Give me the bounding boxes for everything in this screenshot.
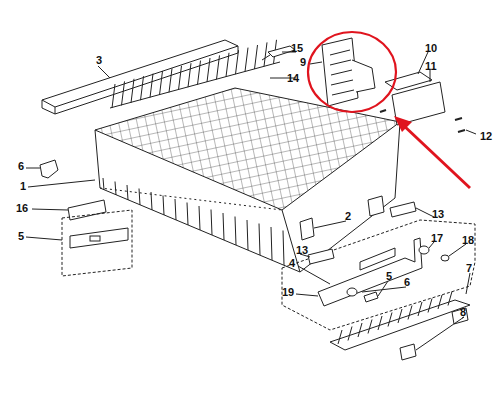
callout-number: 5 (18, 230, 24, 242)
wire-stroke (283, 231, 284, 266)
callout-number: 13 (296, 244, 308, 256)
wire-stroke (122, 81, 125, 105)
wire-stroke (348, 327, 352, 341)
callout-number: 19 (282, 286, 294, 298)
wire-stroke (199, 206, 200, 230)
wire-stroke (259, 224, 260, 256)
callout-number: 10 (425, 42, 437, 54)
wire-stroke (255, 45, 258, 69)
wire-stroke (226, 53, 229, 77)
callout-number: 7 (466, 262, 472, 274)
callout-number: 3 (96, 54, 102, 66)
callout-number: 12 (480, 130, 492, 142)
callout-number: 4 (289, 257, 295, 269)
wire-stroke (175, 199, 176, 220)
wire-stroke (211, 210, 212, 236)
callout-number: 14 (287, 72, 299, 84)
wire-stroke (151, 192, 152, 210)
wire-stroke (160, 71, 163, 95)
wire-stroke (103, 178, 104, 190)
wire-stroke (127, 185, 128, 200)
wire-stroke (448, 292, 452, 306)
wire-stroke (188, 63, 191, 87)
wire-stroke (235, 217, 236, 246)
wire-stroke (264, 42, 267, 66)
wire-stroke (223, 213, 224, 240)
callout-number: 5 (386, 270, 392, 282)
wire-stroke (217, 55, 220, 79)
wire-stroke (207, 58, 210, 82)
wire-stroke (115, 182, 116, 196)
callout-number: 1 (20, 180, 26, 192)
callout-number: 9 (300, 56, 306, 68)
wire-stroke (428, 299, 432, 313)
wire-stroke (150, 74, 153, 98)
callout-number: 6 (18, 160, 24, 172)
callout-number: 15 (291, 42, 303, 54)
callout-number: 8 (460, 306, 466, 318)
wire-stroke (131, 79, 134, 103)
callout-number: 13 (432, 208, 444, 220)
wire-stroke (408, 306, 412, 320)
wire-stroke (141, 76, 144, 100)
wire-stroke (245, 48, 248, 72)
callout-number: 2 (345, 210, 351, 222)
wire-stroke (398, 309, 402, 323)
wire-stroke (139, 189, 140, 206)
wire-stroke (438, 295, 442, 309)
wire-stroke (187, 203, 188, 226)
callout-number: 6 (404, 276, 410, 288)
wire-stroke (179, 66, 182, 90)
wire-stroke (378, 316, 382, 330)
callout-number: 11 (425, 60, 437, 72)
wire-stroke (418, 302, 422, 316)
wire-stroke (338, 330, 342, 344)
wire-stroke (271, 227, 272, 260)
callout-number: 16 (16, 202, 28, 214)
wire-stroke (236, 50, 239, 74)
wire-stroke (247, 220, 248, 250)
wire-stroke (388, 313, 392, 327)
wire-stroke (358, 323, 362, 337)
wire-stroke (112, 84, 115, 108)
wire-stroke (163, 196, 164, 216)
callout-number: 17 (431, 232, 443, 244)
wire-stroke (169, 68, 172, 92)
callout-number: 18 (462, 234, 474, 246)
wire-stroke (198, 61, 201, 85)
wire-stroke (368, 320, 372, 334)
